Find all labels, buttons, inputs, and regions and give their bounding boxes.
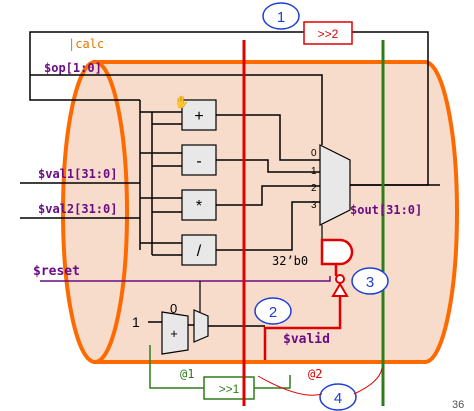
svg-text:-: - [196, 153, 201, 170]
svg-text:1: 1 [311, 166, 317, 177]
retime-box-bottom: >>1 [203, 376, 255, 400]
pipeline-name: |calc [68, 37, 104, 51]
svg-text:3: 3 [311, 200, 317, 211]
svg-text:+: + [170, 326, 178, 341]
svg-text:2: 2 [269, 304, 277, 321]
increment-constant: 1 [132, 314, 140, 330]
svg-text:4: 4 [334, 390, 342, 407]
svg-text:+: + [194, 108, 203, 125]
signal-out: $out[31:0] [350, 203, 422, 217]
counter-adder: + [161, 311, 189, 355]
signal-valid: $valid [283, 332, 330, 347]
zero-literal: 32’b0 [272, 254, 308, 268]
svg-text:2: 2 [311, 183, 317, 194]
stage-label-2: @2 [308, 367, 322, 381]
retime-box-top: >>2 [303, 21, 353, 45]
callout-3: 3 [351, 267, 389, 295]
svg-text:1: 1 [277, 9, 285, 26]
svg-text:/: / [197, 243, 202, 260]
svg-text:>>1: >>1 [219, 382, 240, 396]
callout-4: 4 [319, 383, 357, 411]
inverter-bubble [335, 274, 345, 284]
page-number: 36 [452, 399, 464, 411]
hand-cursor-icon: ✋ [174, 95, 189, 109]
stage-label-1: @1 [180, 367, 194, 381]
callout-2: 2 [254, 297, 292, 325]
operator-divide: / [181, 234, 217, 266]
op-wire [30, 74, 323, 145]
signal-val1: $val1[31:0] [38, 167, 117, 181]
signal-reset: $reset [33, 264, 80, 279]
callout-4-pointer [257, 367, 383, 396]
signal-op: $op[1:0] [44, 61, 102, 75]
svg-text:0: 0 [311, 148, 317, 159]
operand-bus [139, 100, 182, 256]
and-gate [320, 238, 354, 266]
svg-text:*: * [196, 198, 202, 215]
valid-path [263, 296, 342, 360]
mux-zero-constant: 0 [170, 301, 177, 316]
callout-1: 1 [262, 2, 300, 30]
operator-output-wires [216, 114, 320, 251]
svg-text:3: 3 [366, 274, 374, 291]
operator-subtract: - [181, 144, 217, 176]
svg-text:>>2: >>2 [318, 27, 339, 41]
signal-val2: $val2[31:0] [38, 202, 117, 216]
reset-wire [40, 276, 331, 282]
counter-mux [193, 309, 209, 343]
operator-multiply: * [181, 189, 217, 221]
output-mux: 0 1 2 3 [311, 144, 351, 226]
